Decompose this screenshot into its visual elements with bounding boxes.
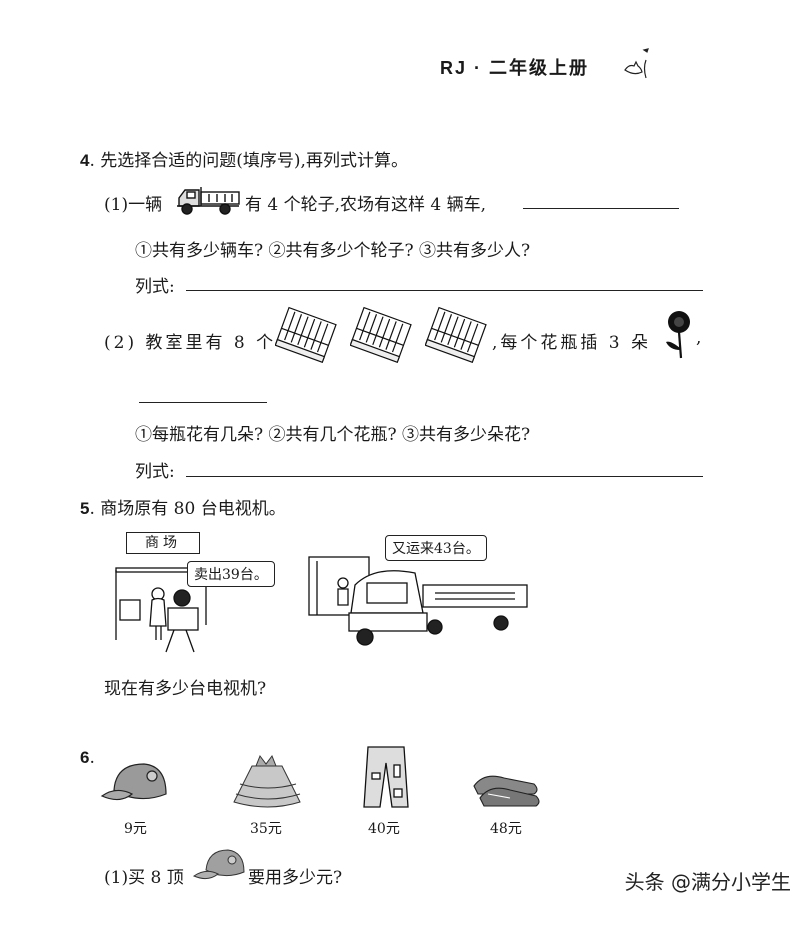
sold-speech-bubble: 卖出39台。	[187, 561, 275, 587]
text-after-icon: 有 4 个轮子,农场有这样 4 辆车,	[245, 195, 487, 215]
question-prompt: . 商场原有 80 台电视机。	[89, 499, 286, 519]
text-after-icon: 要用多少元?	[248, 868, 343, 888]
q6-part1-line: (1)买 8 顶	[104, 863, 184, 888]
skirt-price: 35元	[250, 821, 282, 837]
vase-box-icon	[349, 305, 412, 364]
part-label: (2)	[104, 333, 138, 353]
question-4-prompt: 4. 先选择合适的问题(填序号),再列式计算。	[80, 146, 408, 171]
store-scene-illustration	[110, 530, 290, 660]
delivered-speech-bubble: 又运来43台。	[385, 535, 487, 561]
trailing-comma: ,	[696, 328, 702, 348]
store-sign: 商场	[126, 532, 200, 554]
truck-icon	[175, 184, 241, 216]
q4-part1-formula-blank[interactable]	[186, 290, 703, 291]
part-label: (1)	[104, 868, 129, 888]
q4-part2-formula-label: 列式:	[135, 462, 175, 482]
part-label: (1)	[104, 195, 129, 215]
q4-part2-answer-blank[interactable]	[139, 402, 267, 403]
question-number: 5	[80, 499, 90, 518]
question-number: 6	[80, 748, 90, 767]
skirt-icon	[230, 752, 305, 810]
q4-part2-line: (2) 教室里有 8 个	[104, 328, 276, 353]
vase-box-icon	[424, 305, 487, 364]
text-after-icon: ,每个花瓶插 3 朵	[492, 333, 652, 353]
book-header-title: RJ · 二年级上册	[440, 58, 590, 78]
text-before-icon: 一辆	[128, 195, 163, 215]
sneakers-price: 48元	[490, 821, 522, 837]
q4-part1-line: (1)一辆	[104, 190, 162, 215]
q4-part1-answer-blank[interactable]	[523, 208, 679, 209]
hand-flower-doodle-icon	[622, 46, 652, 82]
cap-icon	[100, 760, 172, 808]
q4-part1-formula-label: 列式:	[135, 277, 175, 297]
q4-part1-options: ①共有多少辆车? ②共有多少个轮子? ③共有多少人?	[135, 241, 531, 261]
text-before-icon: 教室里有 8 个	[145, 333, 277, 353]
cap-icon	[192, 846, 246, 886]
cap-price: 9元	[124, 821, 147, 837]
question-5-question: 现在有多少台电视机?	[104, 679, 267, 699]
watermark: 头条 @满分小学生	[624, 870, 791, 894]
text-before-icon: 买 8 顶	[128, 868, 184, 888]
question-6-prompt: 6.	[80, 748, 95, 768]
sunflower-icon	[664, 308, 692, 360]
q4-part2-options: ①每瓶花有几朵? ②共有几个花瓶? ③共有多少朵花?	[135, 425, 531, 445]
question-prompt: . 先选择合适的问题(填序号),再列式计算。	[89, 151, 408, 171]
sneakers-icon	[470, 768, 542, 808]
question-prompt: .	[89, 748, 95, 768]
q4-part2-formula-blank[interactable]	[186, 476, 703, 477]
pants-price: 40元	[368, 821, 400, 837]
vase-box-icon	[274, 305, 337, 364]
truck-delivery-illustration	[305, 555, 530, 660]
question-number: 4	[80, 151, 90, 170]
pants-icon	[362, 745, 410, 811]
question-5-prompt: 5. 商场原有 80 台电视机。	[80, 494, 286, 519]
